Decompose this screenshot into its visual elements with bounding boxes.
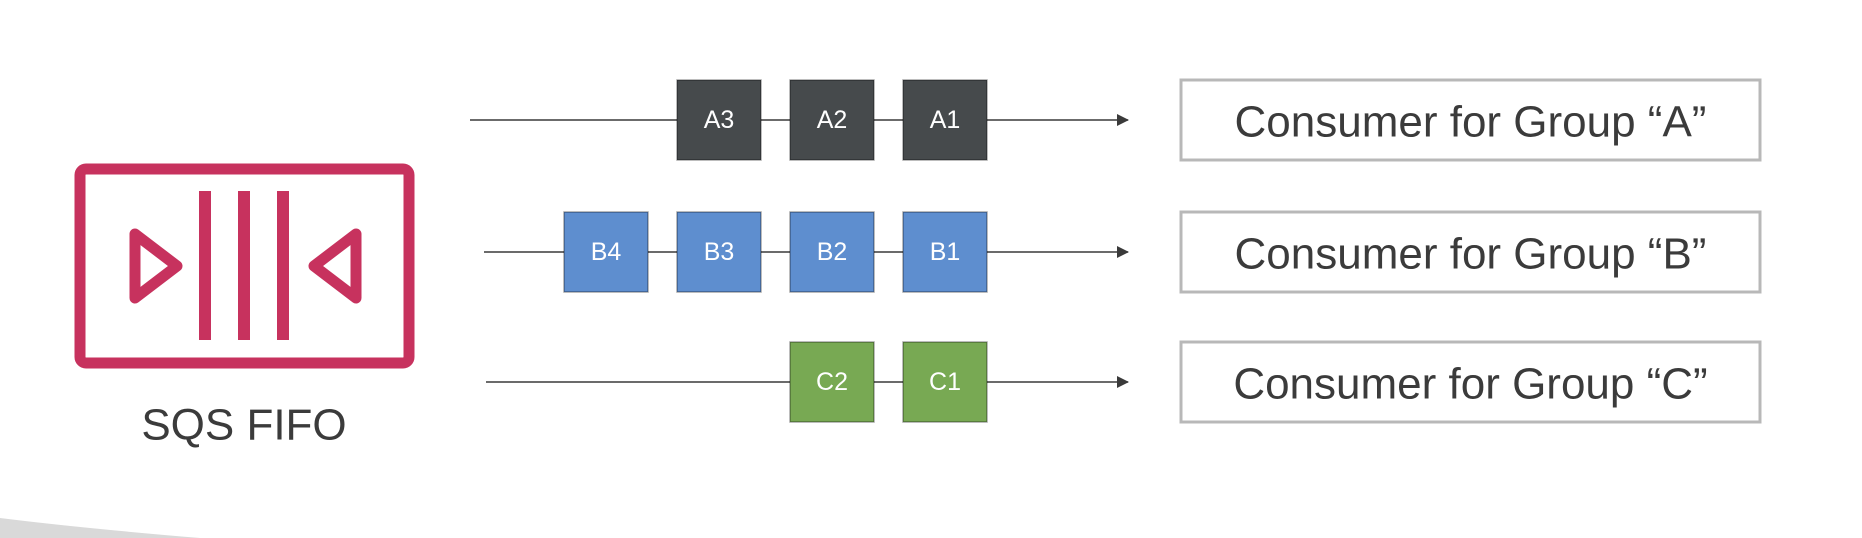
consumer-box-a: Consumer for Group “A” [1179, 78, 1762, 162]
message-box: B4 [563, 211, 649, 293]
message-box-fill [789, 211, 875, 293]
message-box-fill [902, 341, 988, 423]
message-box-fill [789, 341, 875, 423]
message-box: A1 [902, 79, 988, 161]
message-box: C2 [789, 341, 875, 423]
message-label: B2 [817, 238, 848, 266]
consumer-label: Consumer for Group “C” [1233, 360, 1707, 409]
decorative-swoosh [0, 518, 200, 538]
message-label: C1 [929, 368, 961, 396]
message-label: A2 [817, 106, 848, 134]
message-box-fill [902, 211, 988, 293]
lane-group-b: B4 B3 B2 B1 Consumer for Group “B” [484, 210, 1762, 294]
consumer-box-frame [1179, 78, 1762, 162]
title-fragment [70, 0, 690, 6]
message-box: B2 [789, 211, 875, 293]
consumer-label: Consumer for Group “A” [1235, 98, 1707, 147]
message-box-fill [563, 211, 649, 293]
message-label: C2 [816, 368, 848, 396]
consumer-box-frame [1179, 340, 1762, 424]
message-label: B1 [930, 238, 961, 266]
message-box: A2 [789, 79, 875, 161]
consumer-label: Consumer for Group “B” [1235, 230, 1707, 279]
sqs-fifo-queue-icon [74, 163, 415, 369]
message-label: A1 [930, 106, 961, 134]
message-box: B1 [902, 211, 988, 293]
consumer-box-frame [1179, 210, 1762, 294]
consumer-box-c: Consumer for Group “C” [1179, 340, 1762, 424]
consumer-box-b: Consumer for Group “B” [1179, 210, 1762, 294]
lane-group-c: C2 C1 Consumer for Group “C” [486, 340, 1762, 424]
message-box-fill [902, 79, 988, 161]
message-box: A3 [676, 79, 762, 161]
message-box-fill [789, 79, 875, 161]
lane-group-a: A3 A2 A1 Consumer for Group “A” [470, 78, 1762, 162]
message-label: B3 [704, 238, 735, 266]
message-label: B4 [591, 238, 622, 266]
message-box-fill [676, 79, 762, 161]
message-label: A3 [704, 106, 735, 134]
message-box: C1 [902, 341, 988, 423]
queue-label: SQS FIFO [141, 401, 346, 450]
message-box: B3 [676, 211, 762, 293]
message-box-fill [676, 211, 762, 293]
